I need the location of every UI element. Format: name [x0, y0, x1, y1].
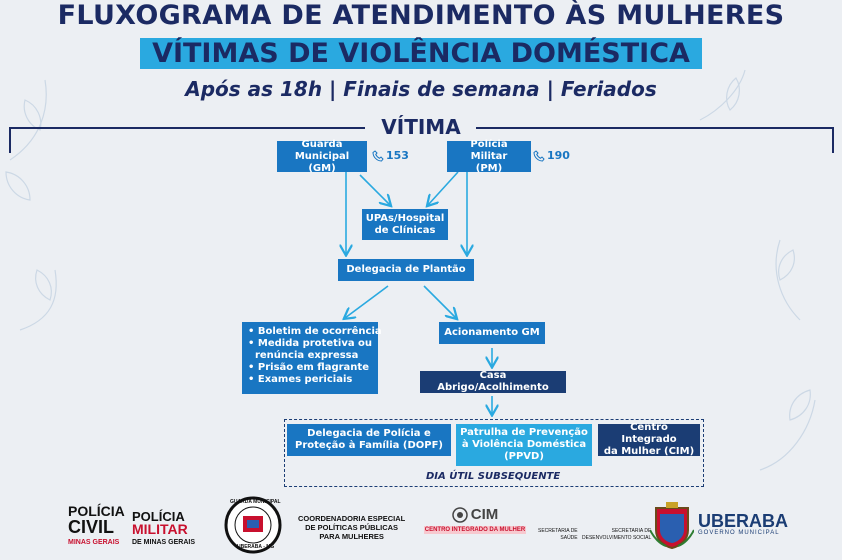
uberaba-logo: UBERABA GOVERNO MUNICIPAL	[698, 511, 788, 536]
policia-militar-logo: POLÍCIA MILITAR DE MINAS GERAIS	[132, 509, 196, 546]
policia-phone: 190	[533, 149, 570, 162]
phone-icon	[372, 149, 384, 162]
delegacia-plantao-box: Delegacia de Plantão	[338, 259, 474, 281]
policia-militar-box: Polícia Militar (PM)	[447, 139, 531, 174]
phone-icon	[533, 149, 545, 162]
page-title-highlight-wrap: VÍTIMAS DE VIOLÊNCIA DOMÉSTICA	[0, 38, 842, 69]
list-item: • Exames periciais	[248, 374, 353, 385]
secretaria-desenvolvimento-logo: SECRETARIA DE DESENVOLVIMENTO SOCIAL	[582, 528, 652, 541]
guarda-municipal-seal: GUARDA MUNICIPAL UBERABA - MG	[224, 496, 282, 554]
arrow-pm-to-upas	[428, 171, 459, 205]
dia-util-label: DIA ÚTIL SUBSEQUENTE	[426, 471, 561, 482]
policia-phone-number: 190	[547, 149, 570, 162]
secretaria-saude-logo: SECRETARIA DE SAÚDE	[538, 528, 578, 541]
dopf-box: Delegacia de Polícia e Proteção à Famíli…	[287, 424, 451, 456]
casa-abrigo-box: Casa Abrigo/Acolhimento	[420, 370, 566, 393]
acionamento-gm-box: Acionamento GM	[439, 322, 545, 344]
policia-civil-logo: POLÍCIA CIVIL MINAS GERAIS	[68, 503, 125, 546]
page-title-highlight: VÍTIMAS DE VIOLÊNCIA DOMÉSTICA	[140, 38, 702, 69]
ppvd-box: Patrulha de Prevenção à Violência Domést…	[456, 424, 592, 466]
list-item: • Medida protetiva ou	[248, 338, 373, 349]
page-subtitle: Após as 18h | Finais de semana | Feriado…	[185, 77, 657, 101]
list-item: • Prisão em flagrante	[248, 362, 369, 373]
frame-line-left-tick	[9, 127, 11, 153]
list-item: • Boletim de ocorrência	[248, 326, 382, 337]
cim-box: Centro Integrado da Mulher (CIM)	[598, 422, 700, 457]
guarda-phone: 153	[372, 149, 409, 162]
frame-line-right	[476, 127, 834, 129]
arrow-delegacia-to-acionamento	[423, 285, 456, 318]
guarda-municipal-box: Guarda Municipal (GM)	[277, 139, 367, 174]
list-item: renúncia expressa	[254, 350, 359, 361]
frame-line-left	[9, 127, 365, 129]
dia-util-dashed-frame	[284, 419, 704, 487]
uberaba-coat-of-arms	[649, 500, 695, 550]
actions-list-box: • Boletim de ocorrência • Medida proteti…	[242, 322, 382, 394]
coordenadoria-logo: COORDENADORIA ESPECIAL DE POLÍTICAS PÚBL…	[298, 514, 406, 541]
frame-line-right-tick	[832, 127, 834, 153]
root-node-vitima: VÍTIMA	[381, 115, 461, 139]
guarda-phone-number: 153	[386, 149, 409, 162]
cim-symbol-icon	[452, 506, 468, 523]
upas-box: UPAs/Hospital de Clínicas	[362, 209, 448, 240]
arrow-gm-to-upas	[359, 174, 390, 205]
page-title: FLUXOGRAMA DE ATENDIMENTO ÀS MULHERES	[57, 0, 785, 31]
arrow-delegacia-to-list	[345, 285, 389, 318]
cim-logo: CIM CENTRO INTEGRADO DA MULHER	[424, 506, 526, 534]
